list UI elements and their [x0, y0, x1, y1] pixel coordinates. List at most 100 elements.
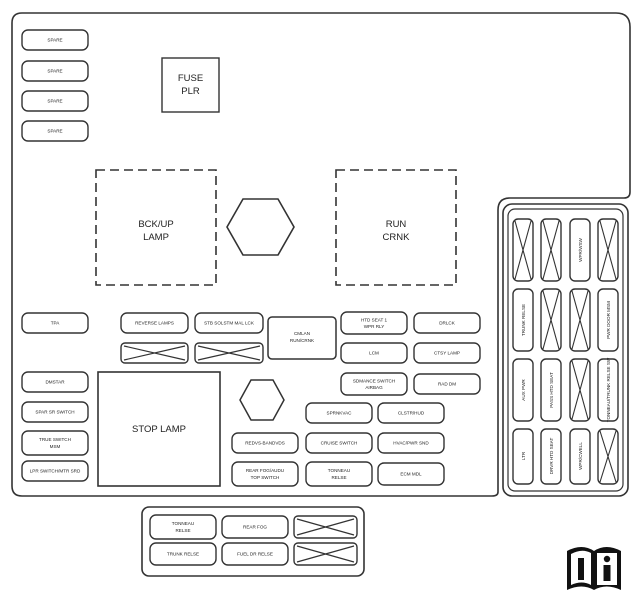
svg-text:LAMP: LAMP [143, 232, 169, 243]
bottom-fuse-panel [141, 506, 365, 577]
svg-text:TONNEAU: TONNEAU [328, 468, 350, 473]
tonneau-trunk-relse-sw-fuse: TONNEAU/TRUNK RELSE SW [597, 357, 619, 422]
htd-seat-wpr-fuse: HTD SEAT 1 WPR RLY [340, 311, 408, 335]
backup-lamp-relay: BCK/UP LAMP [95, 169, 217, 286]
aux-pwr-fuse: AUX PWR [512, 358, 534, 422]
svg-text:BCK/UP: BCK/UP [138, 219, 173, 230]
sprnkvac-fuse: SPRNKVAC [305, 402, 373, 424]
svg-text:RUN/CRNK: RUN/CRNK [290, 338, 315, 343]
svg-text:SPARE: SPARE [47, 129, 62, 134]
svg-text:AIRBAG: AIRBAG [365, 385, 383, 390]
svg-text:FUEL DR RELSE: FUEL DR RELSE [237, 552, 273, 557]
svg-text:CTSY LAMP: CTSY LAMP [434, 351, 460, 356]
svg-text:STOP LAMP: STOP LAMP [132, 424, 186, 435]
svg-text:SPARE: SPARE [47, 99, 62, 104]
spare-fuse-2: SPARE [21, 60, 89, 82]
hex-stud-small [239, 379, 285, 421]
svg-text:MSM: MSM [50, 444, 61, 449]
right-fuse-panel [502, 203, 629, 497]
fuel-dr-relse-fuse: FUEL DR RELSE [221, 542, 289, 566]
svg-text:LPR SWITCH/MTR SRD: LPR SWITCH/MTR SRD [30, 469, 81, 474]
svg-text:WPR RLY: WPR RLY [364, 324, 385, 329]
pass-htd-seat-fuse: PASS HTD SEAT [540, 358, 562, 422]
svg-text:PLR: PLR [181, 86, 200, 97]
svg-text:REAR FOG: REAR FOG [243, 525, 267, 530]
spare-fuse-4: SPARE [21, 120, 89, 142]
svg-text:TPA: TPA [51, 321, 61, 326]
svg-text:DMSTAR: DMSTAR [45, 380, 65, 385]
svg-text:CRUISE SWITCH: CRUISE SWITCH [321, 441, 358, 446]
svg-text:DRVR HTD SEAT: DRVR HTD SEAT [549, 438, 554, 475]
svg-text:CRNK: CRNK [383, 232, 411, 243]
svg-text:SPARE: SPARE [47, 69, 62, 74]
tonneau-relse-bottom-fuse: TONNEAU RELSE [149, 514, 217, 540]
empty-fuse-slot [597, 428, 619, 485]
book-info-icon [567, 547, 621, 590]
spare-fuse-3: SPARE [21, 90, 89, 112]
lpr-switch-fuse: LPR SWITCH/MTR SRD [21, 460, 89, 482]
empty-fuse-slot [293, 515, 358, 539]
svg-text:HTD SEAT 1: HTD SEAT 1 [361, 318, 388, 323]
fuse-puller: FUSE PLR [161, 57, 220, 113]
ecm-mdl-fuse: ECM MDL [377, 462, 445, 486]
svg-text:TRUE SWITCH: TRUE SWITCH [39, 437, 71, 442]
svg-text:PASS HTD SEAT: PASS HTD SEAT [549, 372, 554, 408]
cmlan-run-crank-relay: CMLAN RUN/CRNK [267, 316, 337, 360]
ltr-fuse: LTR [512, 428, 534, 485]
cruise-switch-fuse: CRUISE SWITCH [305, 432, 373, 454]
sdm-switch-airbag-fuse: SDMANCE SWITCH AIRBAG [340, 372, 408, 396]
trunk-relse-fuse: TRUNK RELSE [512, 288, 534, 352]
svg-text:SPRNKVAC: SPRNKVAC [327, 411, 353, 416]
drvr-htd-seat-fuse: DRVR HTD SEAT [540, 428, 562, 485]
spare-fuse-1: SPARE [21, 29, 89, 51]
svg-text:PWR DOOR MSM: PWR DOOR MSM [606, 301, 611, 339]
svg-text:WPR/WSW: WPR/WSW [578, 237, 583, 261]
empty-fuse-slot [512, 218, 534, 282]
tonneau-relse-fuse: TONNEAU RELSE [305, 461, 373, 487]
rear-fog-top-switch-fuse: REAR FOG/AUDU TOP SWITCH [231, 461, 299, 487]
svg-text:STB SOLSTM MAL LCK: STB SOLSTM MAL LCK [204, 321, 255, 326]
wpr-cwell-fuse: WPR/CWELL [569, 428, 591, 485]
svg-text:RELSE: RELSE [331, 475, 346, 480]
stb-solstm-fuse: STB SOLSTM MAL LCK [194, 312, 264, 334]
svg-text:HVAC/PWR SND: HVAC/PWR SND [393, 441, 429, 446]
svg-text:TOP SWITCH: TOP SWITCH [251, 475, 280, 480]
empty-fuse-slot [540, 288, 562, 352]
svg-text:LCM: LCM [369, 351, 379, 356]
svg-text:WPR/CWELL: WPR/CWELL [578, 442, 583, 470]
lcm-fuse: LCM [340, 342, 408, 364]
redvs-bandvds-fuse: REDVS-BANDVDS [231, 432, 299, 454]
empty-fuse-slot [569, 288, 591, 352]
fuse-block-outline [11, 12, 631, 497]
wpr-wsw-fuse: WPR/WSW [569, 218, 591, 282]
dmstar-fuse: DMSTAR [21, 371, 89, 393]
ctsy-lamp-fuse: CTSY LAMP [413, 342, 481, 364]
pwr-door-msm-fuse: PWR DOOR MSM [597, 288, 619, 352]
svg-text:ECM MDL: ECM MDL [400, 472, 422, 477]
empty-fuse-slot [194, 342, 264, 364]
svg-text:SDMANCE SWITCH: SDMANCE SWITCH [353, 379, 395, 384]
run-crank-relay: RUN CRNK [335, 169, 457, 286]
svg-text:REAR FOG/AUDU: REAR FOG/AUDU [246, 468, 284, 473]
stop-lamp-relay: STOP LAMP [97, 371, 221, 487]
spar-sr-switch-fuse: SPAR SR SWITCH [21, 401, 89, 423]
empty-fuse-slot [569, 358, 591, 422]
svg-text:TRUNK RELSE: TRUNK RELSE [167, 552, 199, 557]
reverse-lamps-fuse: REVERSE LAMPS [120, 312, 189, 334]
svg-text:RAD DM: RAD DM [438, 382, 456, 387]
empty-fuse-slot [540, 218, 562, 282]
rear-fog-fuse: REAR FOG [221, 515, 289, 539]
svg-text:TRUNK RELSE: TRUNK RELSE [521, 304, 526, 336]
hex-stud-large [226, 198, 295, 256]
empty-fuse-slot [293, 542, 358, 566]
svg-text:TONNEAU: TONNEAU [172, 521, 194, 526]
svg-text:LTR: LTR [521, 451, 526, 460]
hvac-pwr-snd-fuse: HVAC/PWR SND [377, 432, 445, 454]
svg-text:CLSTR/HUD: CLSTR/HUD [398, 411, 425, 416]
drlck-fuse: DRLCK [413, 312, 481, 334]
true-switch-msm-fuse: TRUE SWITCH MSM [21, 430, 89, 456]
svg-text:FUSE: FUSE [178, 73, 203, 84]
svg-text:TONNEAU/TRUNK RELSE SW: TONNEAU/TRUNK RELSE SW [606, 357, 611, 422]
rad-dm-fuse: RAD DM [413, 373, 481, 395]
svg-text:RUN: RUN [386, 219, 407, 230]
